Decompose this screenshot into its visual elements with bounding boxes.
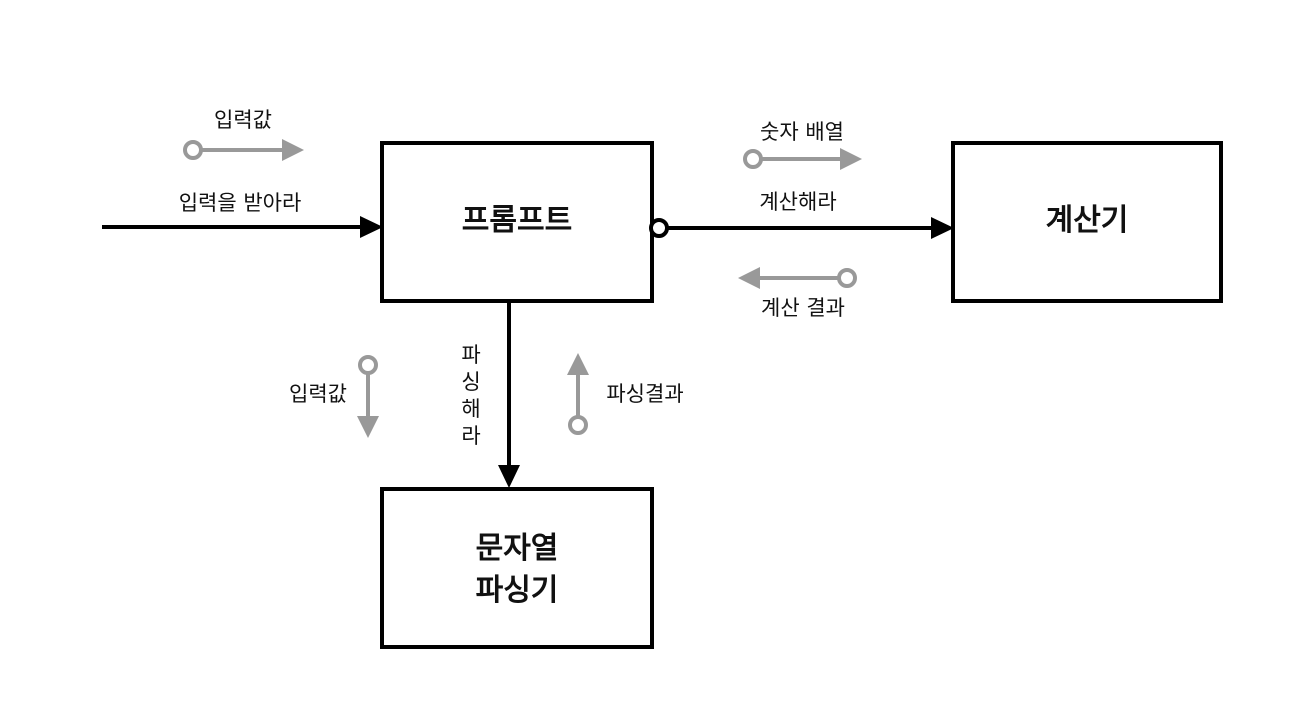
calculate-connector — [649, 217, 954, 239]
parse-command-label: 파 싱 해 라 — [461, 343, 480, 448]
input-value-top-arrowhead — [282, 139, 304, 161]
parse-command-char-3: 해 — [461, 397, 480, 421]
string-parser-box-frame — [380, 487, 654, 649]
calculator-box-frame — [951, 141, 1223, 303]
parse-result-dot — [568, 415, 588, 435]
parse-command-char-4: 라 — [461, 424, 480, 448]
input-value-top-flow — [183, 139, 304, 161]
calc-result-arrowhead — [738, 267, 760, 289]
calculator-box[interactable]: 계산기 — [951, 141, 1223, 303]
number-array-label: 숫자 배열 — [760, 120, 844, 144]
prompt-box-label: 프롬프트 — [462, 203, 572, 238]
parse-connector — [498, 301, 520, 488]
number-array-flow — [743, 148, 862, 170]
input-value-left-label: 입력값 — [289, 382, 347, 406]
receive-input-connector — [102, 216, 383, 238]
input-value-left-arrowhead — [357, 416, 379, 438]
parse-command-char-1: 파 — [461, 343, 480, 367]
calculate-label: 계산해라 — [759, 190, 836, 214]
calculate-arrowhead — [931, 217, 954, 239]
prompt-box[interactable]: 프롬프트 — [380, 141, 654, 303]
string-parser-box-label-line2: 파싱기 — [476, 573, 559, 608]
receive-input-arrowhead — [360, 216, 383, 238]
calculate-origin-dot — [649, 218, 669, 238]
parse-result-label: 파싱결과 — [606, 382, 683, 406]
receive-input-label: 입력을 받아라 — [179, 191, 302, 215]
calculator-box-label: 계산기 — [1046, 203, 1129, 238]
parse-arrowhead — [498, 465, 520, 488]
string-parser-box[interactable]: 문자열 파싱기 — [380, 487, 654, 649]
string-parser-box-label-line1: 문자열 — [476, 531, 559, 566]
input-value-top-dot — [183, 140, 203, 160]
number-array-arrowhead — [840, 148, 862, 170]
input-value-top-label: 입력값 — [214, 108, 272, 132]
parse-result-arrowhead — [567, 353, 589, 375]
parse-result-flow — [567, 353, 589, 435]
calc-result-label: 계산 결과 — [761, 296, 845, 320]
calc-result-dot — [837, 268, 857, 288]
number-array-dot — [743, 149, 763, 169]
calc-result-flow — [738, 267, 857, 289]
input-value-left-flow — [357, 355, 379, 438]
prompt-box-frame — [380, 141, 654, 303]
input-value-left-dot — [358, 355, 378, 375]
parse-command-char-2: 싱 — [461, 370, 480, 394]
